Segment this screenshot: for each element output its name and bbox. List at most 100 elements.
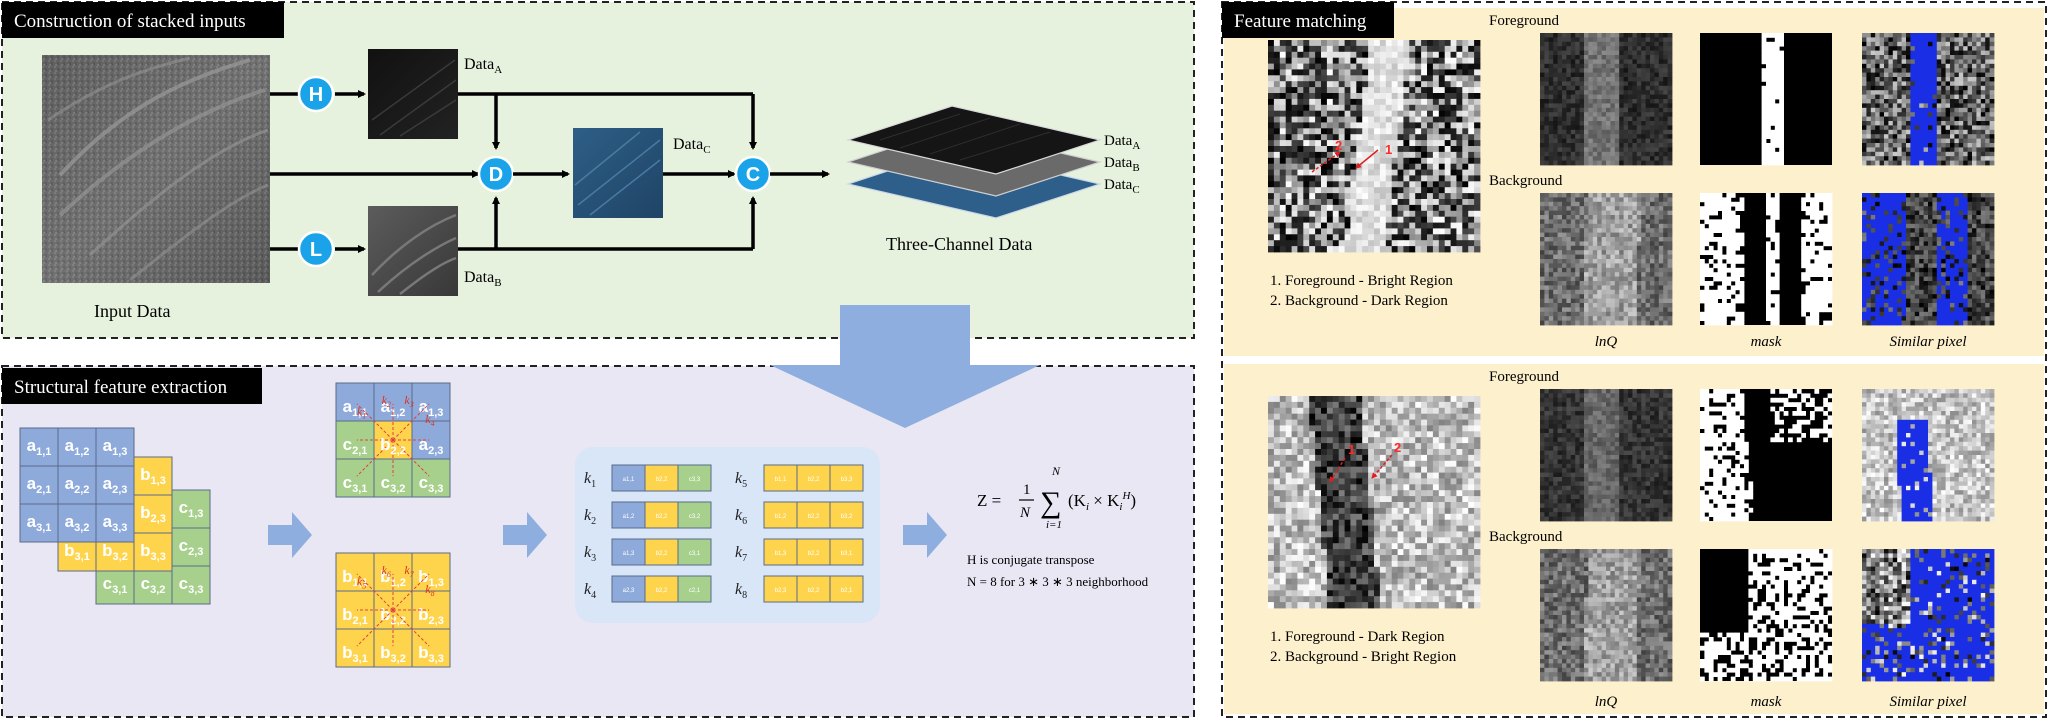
k-row-cell-label: b2,2	[808, 551, 820, 557]
matrix-c-cell	[171, 489, 211, 529]
data-c-texture	[574, 131, 661, 216]
grid-cell-label: b2,1	[342, 605, 368, 627]
bottom-foreground-label: Foreground	[1489, 369, 1559, 385]
k-row-cell-label: a1,1	[623, 477, 635, 483]
top-marker-arrow-1	[1355, 149, 1379, 169]
formula-sum-bottom: i=1	[1046, 519, 1062, 531]
l-node	[297, 230, 335, 268]
matrix-a-cell	[95, 427, 135, 467]
k-row-label: k7	[735, 544, 747, 564]
h-node	[297, 75, 335, 113]
k-row-cell-label: c3,3	[689, 477, 701, 483]
stacked-inputs-panel: Construction of stacked inputs Input Dat…	[1, 1, 1195, 339]
grid-direction-line	[392, 609, 430, 647]
grid-cell-label: c3,2	[381, 473, 406, 495]
foreground-mask	[1700, 389, 1833, 522]
sar-image	[1268, 396, 1481, 609]
structural-title-bg	[2, 368, 262, 404]
input-data-image	[42, 55, 270, 283]
grid-k-label: k6	[382, 563, 391, 579]
matrix-b-cell	[133, 532, 173, 572]
background-similar	[1862, 549, 1995, 682]
arrow-grid-k	[503, 512, 547, 558]
matrix-b-cell-label: b3,3	[140, 541, 166, 563]
neighborhood-grid-top: a1,1a1,2a1,3c2,1b2,2a2,3c3,1c3,2c3,3b2,2…	[335, 382, 451, 498]
top-caption-mask: mask	[1751, 334, 1782, 350]
top-caption-lnq: lnQ	[1595, 334, 1618, 350]
data-a-image	[368, 49, 458, 139]
k-row-cell-label: b1,3	[775, 551, 787, 557]
grid-direction-line	[392, 573, 430, 611]
grid-k-label: k3	[404, 393, 413, 409]
top-background-label: Background	[1489, 173, 1563, 189]
big-down-arrow	[770, 305, 1040, 428]
grid-direction-line	[392, 439, 430, 477]
matrix-a-cell	[95, 465, 135, 505]
bottom-marker-arrow-2	[1371, 454, 1393, 479]
arrow-k-formula	[903, 512, 947, 558]
arrow-matrix-grid	[268, 512, 312, 558]
stack-label-c: DataC	[1104, 177, 1140, 196]
formula-frac-num: 1	[1023, 482, 1031, 498]
matrix-c-cell-label: c1,3	[179, 498, 204, 520]
k-row-label: k8	[735, 581, 747, 601]
k-row-cell	[644, 538, 679, 566]
matrix-a-cell-label: a2,1	[27, 474, 52, 496]
stacked-inputs-title: Construction of stacked inputs	[14, 11, 246, 32]
d-node-label: D	[489, 164, 503, 186]
matrix-c-cell	[171, 565, 211, 605]
k-row-cell	[611, 538, 646, 566]
matrix-a-cell-label: a3,3	[103, 512, 128, 534]
grid-cell-label: b2,3	[418, 605, 444, 627]
h-node-label: H	[309, 84, 323, 106]
grid-cell-label: b1,2	[380, 567, 406, 589]
k-row-label: k3	[584, 544, 596, 564]
three-channel-stack	[845, 105, 1103, 219]
bottom-legend-2: 2. Background - Bright Region	[1270, 649, 1457, 665]
matrix-a-cell-label: a3,1	[27, 512, 52, 534]
matrix-a-cell-label: a2,3	[103, 474, 128, 496]
matrix-a-cell	[19, 503, 59, 543]
k-row-cell-label: b2,2	[656, 514, 668, 520]
matrix-a-cell	[95, 503, 135, 543]
k-row-label: k6	[735, 507, 747, 527]
matrix-b-cell	[133, 456, 173, 496]
note-conjugate: H is conjugate transpose	[967, 552, 1095, 567]
matrix-a-cell-label: a1,2	[65, 436, 90, 458]
bottom-marker-1: 1	[1348, 442, 1355, 457]
grid-cell-label: b3,3	[418, 643, 444, 665]
k-row-cell	[677, 538, 712, 566]
matrix-b-cell-label: b3,1	[64, 541, 90, 563]
top-marker-1: 1	[1385, 142, 1392, 157]
grid-cell-label: c3,3	[419, 473, 444, 495]
k-row-cell-label: a1,2	[623, 514, 635, 520]
grid-cell-label: a1,3	[419, 397, 444, 419]
bottom-caption-lnq: lnQ	[1595, 694, 1618, 710]
sar-image	[1268, 40, 1481, 253]
k-row-cell-label: b2,1	[841, 588, 853, 594]
three-channel-label: Three-Channel Data	[886, 234, 1032, 254]
matrix-c-cell	[95, 565, 135, 605]
l-node-label: L	[310, 239, 322, 261]
k-row-cell	[796, 464, 831, 492]
background-lnq	[1540, 549, 1673, 682]
bottom-legend-1: 1. Foreground - Dark Region	[1270, 629, 1445, 645]
data-c-label: DataC	[673, 136, 711, 156]
grid-direction-line	[356, 403, 394, 441]
k-row-cell-label: b3,1	[841, 551, 853, 557]
formula-lhs: Z =	[977, 491, 1001, 510]
grid-center-label: b2,2	[380, 435, 406, 457]
k-row-cell	[677, 464, 712, 492]
k-row-label: k4	[584, 581, 596, 601]
k-row-cell	[644, 575, 679, 603]
grid-cell-label: a2,3	[419, 435, 444, 457]
k-row-cell	[829, 575, 864, 603]
k-row-cell	[644, 464, 679, 492]
grid-k-label: k8	[425, 582, 434, 598]
grid-cell-label: b3,2	[380, 643, 406, 665]
grid-cell-label: c3,1	[343, 473, 368, 495]
grid-cell-label: a1,2	[381, 397, 406, 419]
